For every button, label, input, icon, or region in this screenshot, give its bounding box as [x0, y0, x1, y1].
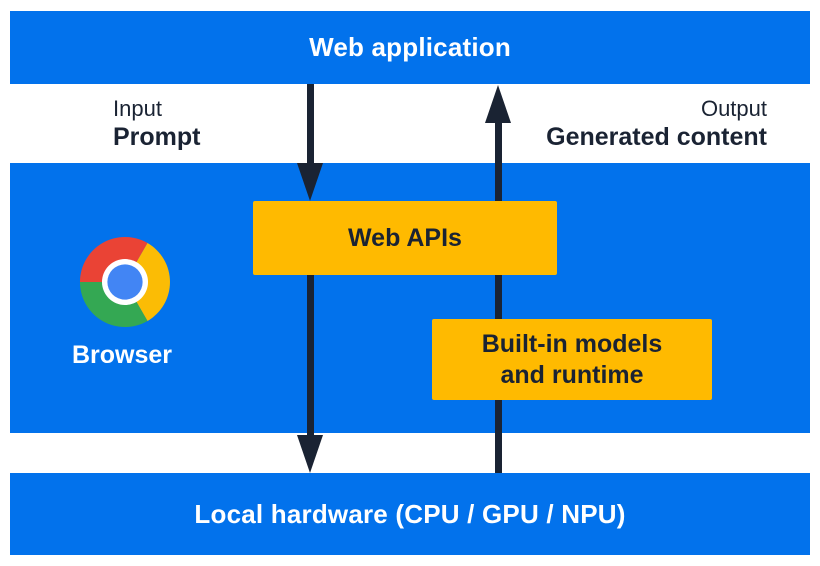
local-hardware-label: Local hardware (CPU / GPU / NPU) — [194, 498, 626, 529]
input-flow-arrow-line-upper — [307, 84, 314, 164]
builtin-models-label-line1: Built-in models — [481, 329, 663, 358]
web-apis-box: Web APIs — [253, 201, 557, 275]
arrow-down-icon — [297, 435, 323, 473]
web-apis-label: Web APIs — [348, 223, 462, 252]
input-caption: Input — [113, 96, 162, 121]
output-flow-arrow-line — [495, 122, 502, 473]
web-application-label: Web application — [309, 32, 511, 62]
arrow-up-icon — [485, 85, 511, 123]
chrome-icon — [78, 235, 172, 329]
output-flow-labels: Output Generated content — [546, 98, 767, 150]
input-label: Prompt — [113, 123, 201, 151]
builtin-models-label-line2: and runtime — [500, 360, 644, 389]
input-flow-labels: Input Prompt — [113, 98, 201, 150]
builtin-models-box: Built-in models and runtime — [432, 319, 712, 400]
local-hardware-layer: Local hardware (CPU / GPU / NPU) — [10, 473, 810, 555]
output-caption: Output — [700, 96, 767, 121]
arrow-down-icon — [297, 163, 323, 201]
input-flow-arrow-line-lower — [307, 275, 314, 436]
browser-label: Browser — [72, 341, 173, 369]
output-label: Generated content — [546, 123, 767, 151]
web-application-layer: Web application — [10, 11, 810, 84]
